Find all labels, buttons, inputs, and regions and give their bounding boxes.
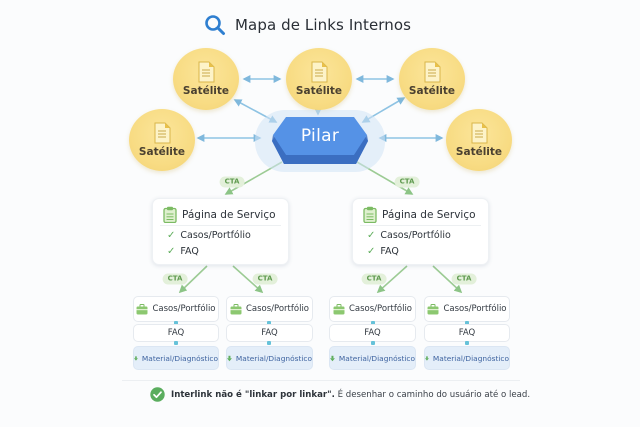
box-label: Casos/Portfólio [152, 304, 216, 314]
download-arrow-icon [425, 355, 429, 361]
check-icon: ✓ [167, 246, 176, 257]
cta-badge: CTA [451, 273, 477, 285]
connector-dot [174, 321, 178, 325]
material-box[interactable]: Material/Diagnóstico [424, 346, 510, 370]
item-label: Casos/Portfólio [380, 230, 451, 241]
cta-badge: CTA [162, 273, 188, 285]
card-divider [360, 225, 481, 226]
box-label: FAQ [167, 328, 185, 338]
satellite-node[interactable]: Satélite [446, 109, 512, 171]
satellite-label: Satélite [455, 146, 503, 158]
service-page-item: ✓ FAQ [167, 246, 199, 257]
item-label: Casos/Portfólio [180, 230, 251, 241]
box-label: Casos/Portfólio [443, 304, 507, 314]
satellite-node[interactable]: Satélite [129, 109, 195, 171]
box-label: Material/Diagnóstico [141, 353, 218, 363]
connector-dot [267, 321, 271, 325]
download-arrow-icon [134, 355, 138, 361]
service-page-card[interactable]: Página de Serviço ✓ Casos/Portfólio ✓ FA… [352, 198, 489, 265]
material-box[interactable]: Material/Diagnóstico [226, 346, 313, 370]
footer-text: É desenhar o caminho do usuário até o le… [337, 389, 531, 400]
box-label: FAQ [261, 328, 278, 338]
connector-dot [465, 321, 469, 325]
download-arrow-icon [227, 355, 232, 361]
service-page-item: ✓ Casos/Portfólio [167, 230, 251, 241]
briefcase-icon [136, 303, 148, 314]
satellite-label: Satélite [408, 85, 456, 97]
case-portfolio-box[interactable]: Casos/Portfólio [329, 296, 416, 322]
cta-badge: CTA [394, 176, 420, 188]
case-portfolio-box[interactable]: Casos/Portfólio [424, 296, 510, 322]
page-title: Mapa de Links Internos [235, 16, 412, 34]
clipboard-icon [163, 206, 177, 223]
case-portfolio-box[interactable]: Casos/Portfólio [133, 296, 219, 322]
satellite-label: Satélite [138, 146, 186, 158]
briefcase-icon [427, 303, 439, 314]
check-icon: ✓ [167, 230, 176, 241]
service-page-item: ✓ Casos/Portfólio [367, 230, 451, 241]
item-label: FAQ [180, 246, 199, 257]
footer-divider [122, 380, 520, 381]
service-page-title: Página de Serviço [382, 208, 476, 221]
check-icon: ✓ [367, 246, 376, 257]
footer-note: Interlink não é "linkar por linkar". É d… [150, 387, 530, 402]
check-icon: ✓ [367, 230, 376, 241]
document-icon [311, 61, 328, 83]
card-divider [160, 225, 281, 226]
connector-dot [174, 341, 178, 345]
satellite-label: Satélite [182, 85, 230, 97]
cta-badge: CTA [219, 176, 245, 188]
cta-badge: CTA [361, 273, 387, 285]
material-box[interactable]: Material/Diagnóstico [329, 346, 416, 370]
pilar-label: Pilar [300, 126, 340, 146]
satellite-label: Satélite [295, 85, 343, 97]
connector-dot [371, 341, 375, 345]
faq-box[interactable]: FAQ [133, 324, 219, 342]
box-label: Material/Diagnóstico [432, 353, 509, 363]
case-portfolio-box[interactable]: Casos/Portfólio [226, 296, 313, 322]
box-label: FAQ [458, 328, 476, 338]
satellite-node[interactable]: Satélite [173, 48, 239, 110]
download-arrow-icon [330, 355, 335, 361]
briefcase-icon [230, 303, 242, 314]
box-label: Material/Diagnóstico [338, 353, 415, 363]
satellite-node[interactable]: Satélite [286, 48, 352, 110]
document-icon [154, 122, 171, 144]
box-label: Material/Diagnóstico [235, 353, 312, 363]
faq-box[interactable]: FAQ [226, 324, 313, 342]
page-header: Mapa de Links Internos [204, 12, 411, 38]
clipboard-icon [363, 206, 377, 223]
service-page-card[interactable]: Página de Serviço ✓ Casos/Portfólio ✓ FA… [152, 198, 289, 265]
service-page-title: Página de Serviço [182, 208, 276, 221]
briefcase-icon [333, 303, 345, 314]
connector-dot [371, 321, 375, 325]
box-label: Casos/Portfólio [348, 304, 413, 314]
box-label: Casos/Portfólio [245, 304, 310, 314]
material-box[interactable]: Material/Diagnóstico [133, 346, 219, 370]
document-icon [198, 61, 215, 83]
document-icon [471, 122, 488, 144]
satellite-node[interactable]: Satélite [399, 48, 465, 110]
connector-dot [465, 341, 469, 345]
pilar-hexagon[interactable] [270, 115, 370, 167]
service-page-item: ✓ FAQ [367, 246, 399, 257]
box-label: FAQ [364, 328, 381, 338]
cta-badge: CTA [252, 273, 278, 285]
faq-box[interactable]: FAQ [329, 324, 416, 342]
check-circle-icon [150, 387, 165, 402]
connector-dot [267, 341, 271, 345]
footer-strong-text: Interlink não é "linkar por linkar". [171, 389, 335, 400]
search-icon [205, 15, 225, 35]
faq-box[interactable]: FAQ [424, 324, 510, 342]
document-icon [424, 61, 441, 83]
item-label: FAQ [380, 246, 399, 257]
